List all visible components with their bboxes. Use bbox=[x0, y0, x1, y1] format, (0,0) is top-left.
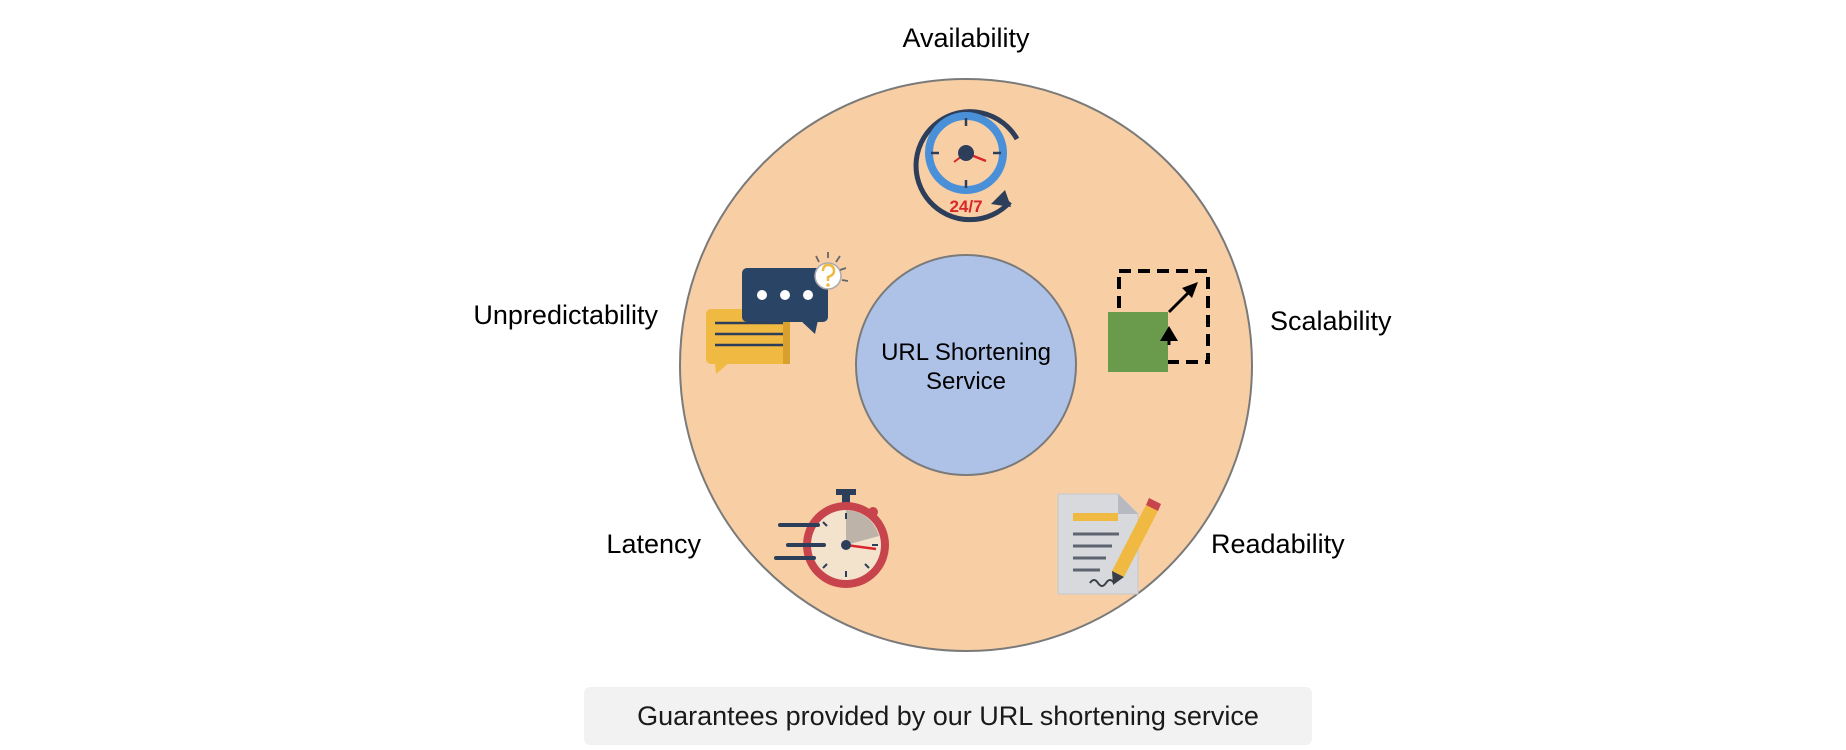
label-unpredictability: Unpredictability bbox=[473, 300, 658, 330]
caption-box: Guarantees provided by our URL shortenin… bbox=[584, 687, 1312, 745]
inner-circle bbox=[855, 254, 1077, 476]
clock-24-7-icon: 24/7 bbox=[913, 109, 1020, 223]
center-label-line2: Service bbox=[926, 368, 1006, 395]
scalability-icon bbox=[1108, 269, 1210, 372]
label-availability: Availability bbox=[902, 23, 1030, 53]
label-scalability: Scalability bbox=[1270, 306, 1392, 336]
chat-question-icon bbox=[706, 252, 849, 374]
caption-text: Guarantees provided by our URL shortenin… bbox=[637, 700, 1259, 731]
label-latency: Latency bbox=[606, 529, 701, 559]
document-pencil-icon bbox=[1057, 493, 1161, 595]
label-readability: Readability bbox=[1211, 529, 1345, 559]
clock-badge-text: 24/7 bbox=[949, 197, 982, 216]
stopwatch-icon bbox=[774, 489, 889, 588]
center-label-line1: URL Shortening bbox=[881, 339, 1051, 366]
